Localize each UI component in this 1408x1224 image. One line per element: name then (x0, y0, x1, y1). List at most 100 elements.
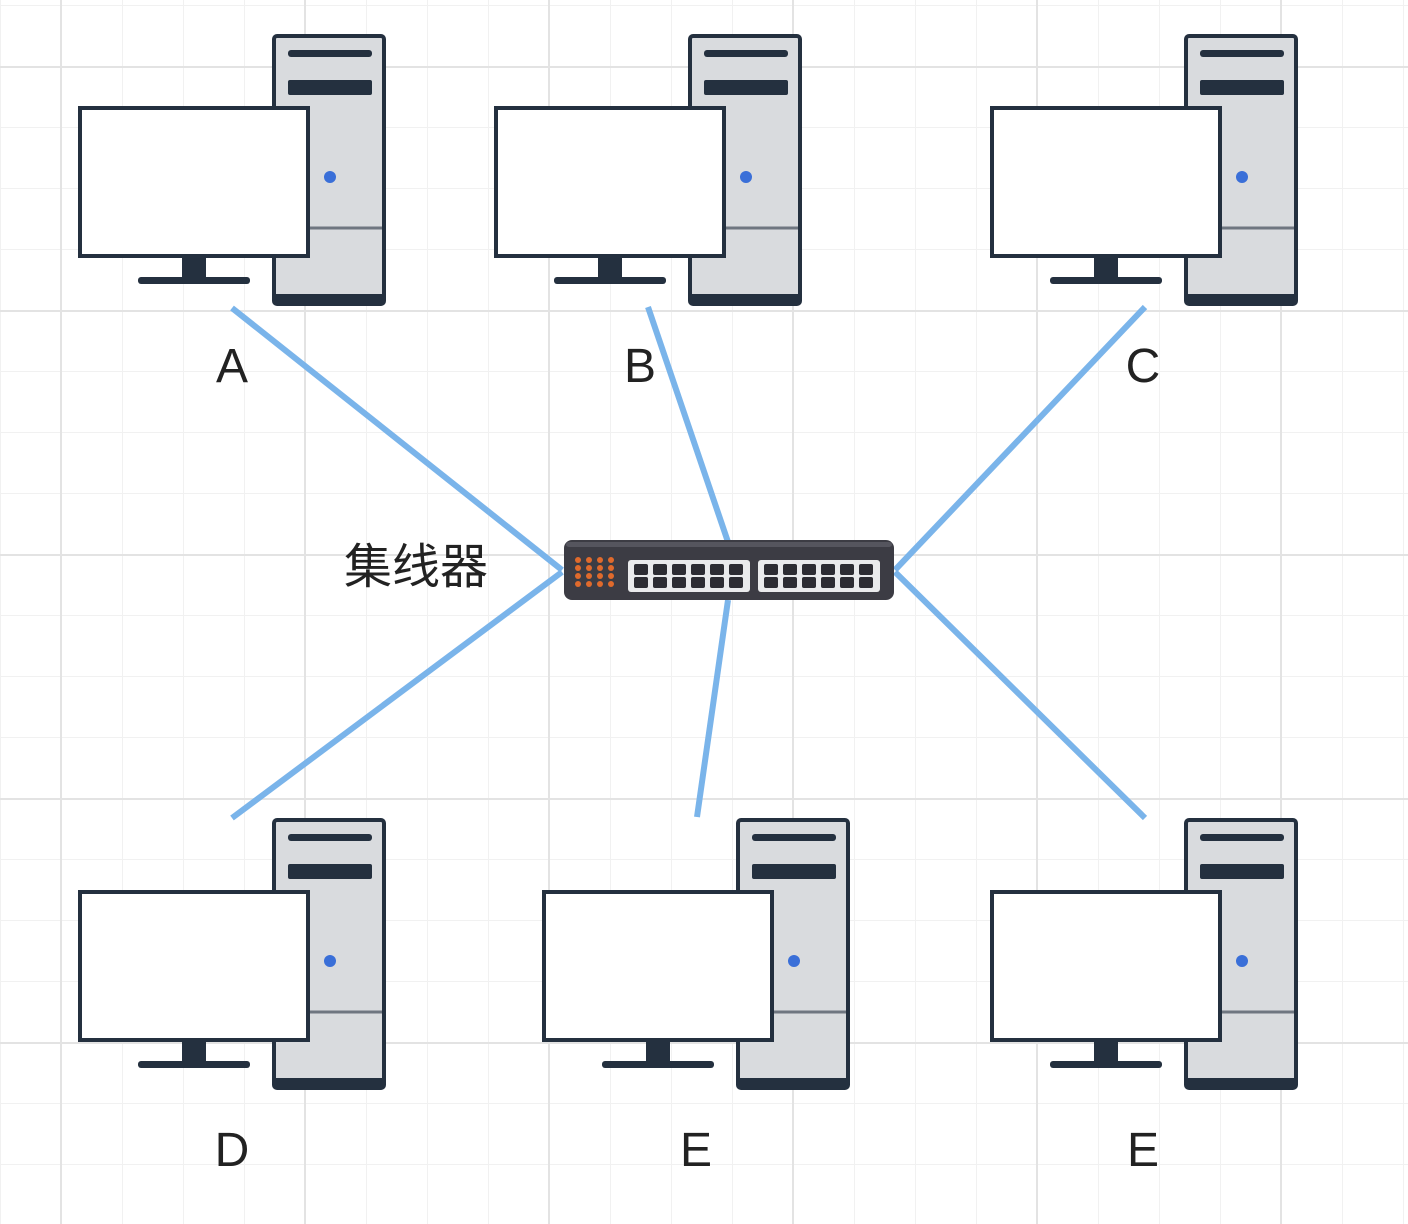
monitor-screen (990, 890, 1222, 1042)
drive-bay (1200, 50, 1284, 57)
computer-label-c: C (1125, 340, 1161, 393)
computer-label-b: B (623, 340, 656, 393)
status-led (575, 557, 581, 563)
ethernet-port-icon (634, 577, 648, 588)
power-led-icon (324, 955, 336, 967)
status-led (597, 581, 603, 587)
tower-base (275, 294, 383, 304)
status-led (586, 573, 592, 579)
ethernet-port-icon (821, 577, 835, 588)
ethernet-port-icon (710, 564, 724, 575)
ethernet-port-icon (821, 564, 835, 575)
status-led (586, 565, 592, 571)
monitor-neck (646, 1042, 670, 1062)
computer-label-e-right: E (1126, 1124, 1159, 1177)
monitor-stand (1050, 1061, 1162, 1068)
ethernet-port-icon (859, 577, 873, 588)
drive-bay (704, 50, 788, 57)
status-led (575, 573, 581, 579)
hub-device (564, 540, 894, 600)
power-led-icon (1236, 955, 1248, 967)
status-led (608, 581, 614, 587)
ethernet-port-icon (729, 564, 743, 575)
ethernet-port-icon (634, 564, 648, 575)
tower-base (739, 1078, 847, 1088)
drive-slot (704, 80, 788, 95)
monitor-neck (182, 1042, 206, 1062)
ethernet-port-icon (840, 564, 854, 575)
computer-d (78, 818, 386, 1090)
ethernet-port-icon (802, 564, 816, 575)
status-led (597, 565, 603, 571)
ethernet-port-icon (783, 577, 797, 588)
ethernet-port-icon (764, 564, 778, 575)
ethernet-port-icon (672, 564, 686, 575)
link-line-e1 (694, 599, 731, 818)
drive-slot (288, 864, 372, 879)
monitor-screen (78, 106, 310, 258)
ethernet-port-icon (710, 577, 724, 588)
hub-port-block-right (758, 560, 880, 592)
ethernet-port-icon (691, 577, 705, 588)
ethernet-port-icon (672, 577, 686, 588)
link-line-c (892, 304, 1148, 573)
hub-status-leds-icon (575, 557, 614, 587)
computer-label-e-middle: E (679, 1124, 712, 1177)
power-led-icon (1236, 171, 1248, 183)
tower-base (691, 294, 799, 304)
hub-port-block-left (628, 560, 750, 592)
ethernet-port-icon (653, 577, 667, 588)
status-led (575, 565, 581, 571)
computer-a (78, 34, 386, 306)
monitor-neck (182, 258, 206, 278)
power-led-icon (740, 171, 752, 183)
drive-bay (752, 834, 836, 841)
drive-slot (752, 864, 836, 879)
power-led-icon (324, 171, 336, 183)
monitor-neck (598, 258, 622, 278)
power-led-icon (788, 955, 800, 967)
monitor-screen (542, 890, 774, 1042)
ethernet-port-icon (653, 564, 667, 575)
monitor-stand (138, 277, 250, 284)
status-led (586, 581, 592, 587)
status-led (608, 565, 614, 571)
drive-slot (1200, 864, 1284, 879)
status-led (575, 581, 581, 587)
monitor-stand (554, 277, 666, 284)
ethernet-port-icon (691, 564, 705, 575)
tower-base (1187, 294, 1295, 304)
monitor-neck (1094, 1042, 1118, 1062)
computer-b (494, 34, 802, 306)
drive-slot (288, 80, 372, 95)
hub-label: 集线器 (344, 539, 489, 595)
drive-bay (288, 834, 372, 841)
monitor-neck (1094, 258, 1118, 278)
hub-top-edge (566, 542, 892, 547)
status-led (597, 573, 603, 579)
drive-bay (288, 50, 372, 57)
computer-e1 (542, 818, 850, 1090)
monitor-stand (1050, 277, 1162, 284)
link-line-d (230, 569, 564, 821)
drive-slot (1200, 80, 1284, 95)
monitor-stand (602, 1061, 714, 1068)
connection-lines (230, 304, 1148, 821)
status-led (597, 557, 603, 563)
monitor-screen (494, 106, 726, 258)
ethernet-port-icon (729, 577, 743, 588)
computers (78, 34, 1298, 1090)
tower-base (1187, 1078, 1295, 1088)
status-led (608, 557, 614, 563)
ethernet-port-icon (859, 564, 873, 575)
computer-label-a: A (215, 340, 248, 393)
monitor-stand (138, 1061, 250, 1068)
ethernet-port-icon (802, 577, 816, 588)
link-line-a (230, 305, 564, 573)
monitor-screen (78, 890, 310, 1042)
link-line-e2 (892, 569, 1148, 821)
computer-c (990, 34, 1298, 306)
monitor-screen (990, 106, 1222, 258)
link-line-b (645, 306, 731, 543)
